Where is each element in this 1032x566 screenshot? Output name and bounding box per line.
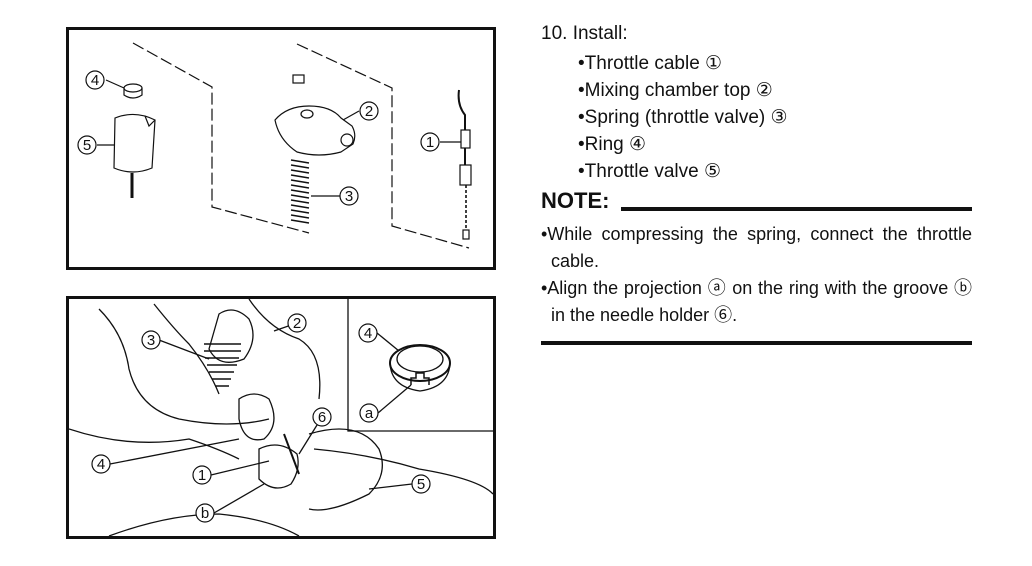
callout-2-label: 2 (365, 103, 373, 120)
callout-5-label: 5 (83, 137, 91, 154)
alignment-line-left (132, 42, 310, 234)
callout-6 (312, 407, 332, 427)
note-label: NOTE: (541, 188, 610, 213)
callout-5 (411, 474, 431, 494)
step-title: 10. Install: (541, 23, 628, 44)
callout-5 (77, 135, 97, 155)
callout-4-label: 4 (91, 72, 99, 89)
callout-1-label: 1 (198, 467, 206, 484)
callout-2-label: 2 (293, 315, 301, 332)
callout-5-label: 5 (417, 476, 425, 493)
callout-3 (339, 186, 359, 206)
callout-3-label: 3 (345, 188, 353, 205)
throttle-valve-body (113, 113, 156, 173)
install-item-throttle-valve: •Throttle valve ⑤ (578, 161, 722, 182)
callout-4-label: 4 (97, 456, 105, 473)
callout-2 (287, 313, 307, 333)
callout-4-inset-label: 4 (364, 325, 372, 342)
spring-coils (290, 159, 310, 224)
callout-2 (359, 101, 379, 121)
note-item-compress-spring-text: •While compressing the spring, connect t… (541, 224, 972, 271)
callout-6-label: 6 (318, 409, 326, 426)
note-item-compress-spring: •While compressing the spring, connect t… (541, 221, 972, 275)
callout-4 (85, 70, 105, 90)
install-item-spring: •Spring (throttle valve) ③ (578, 107, 788, 128)
callout-1-label: 1 (426, 134, 434, 151)
spring-coils (204, 343, 241, 387)
callout-3 (141, 330, 161, 350)
callout-1 (420, 132, 440, 152)
mixing-chamber-top (274, 105, 356, 156)
callout-3-label: 3 (147, 332, 155, 349)
inset-border (347, 299, 493, 432)
callout-a-label: a (365, 405, 374, 422)
install-item-throttle-cable: •Throttle cable ① (578, 53, 723, 74)
install-item-mixing-chamber-top: •Mixing chamber top ② (578, 80, 773, 101)
note-item-align-projection-text: •Align the projection ⓐ on the ring with… (541, 278, 972, 325)
note-list: •While compressing the spring, connect t… (541, 221, 972, 329)
callout-4 (91, 454, 111, 474)
assembly-photo-figure: 3 2 4 a 6 4 1 5 b (66, 296, 496, 539)
callout-1 (192, 465, 212, 485)
note-item-align-projection: •Align the projection ⓐ on the ring with… (541, 275, 972, 329)
exploded-view-drawing: 4 5 2 3 1 (77, 42, 472, 249)
note-end-rule (541, 341, 972, 345)
alignment-line-right (296, 43, 470, 249)
note-heading: NOTE: (541, 187, 972, 215)
install-item-ring: •Ring ④ (578, 134, 647, 155)
callout-b (195, 503, 215, 523)
note-rule (621, 207, 972, 211)
thumb-shape (238, 393, 275, 441)
callout-a (359, 403, 379, 423)
install-list: •Throttle cable ① •Mixing chamber top ② … (578, 50, 788, 185)
assembly-drawing: 3 2 4 a 6 4 1 5 b (69, 299, 493, 536)
exploded-view-figure: 4 5 2 3 1 (66, 27, 496, 270)
callout-b-label: b (201, 505, 209, 522)
callout-4-inset (358, 323, 378, 343)
